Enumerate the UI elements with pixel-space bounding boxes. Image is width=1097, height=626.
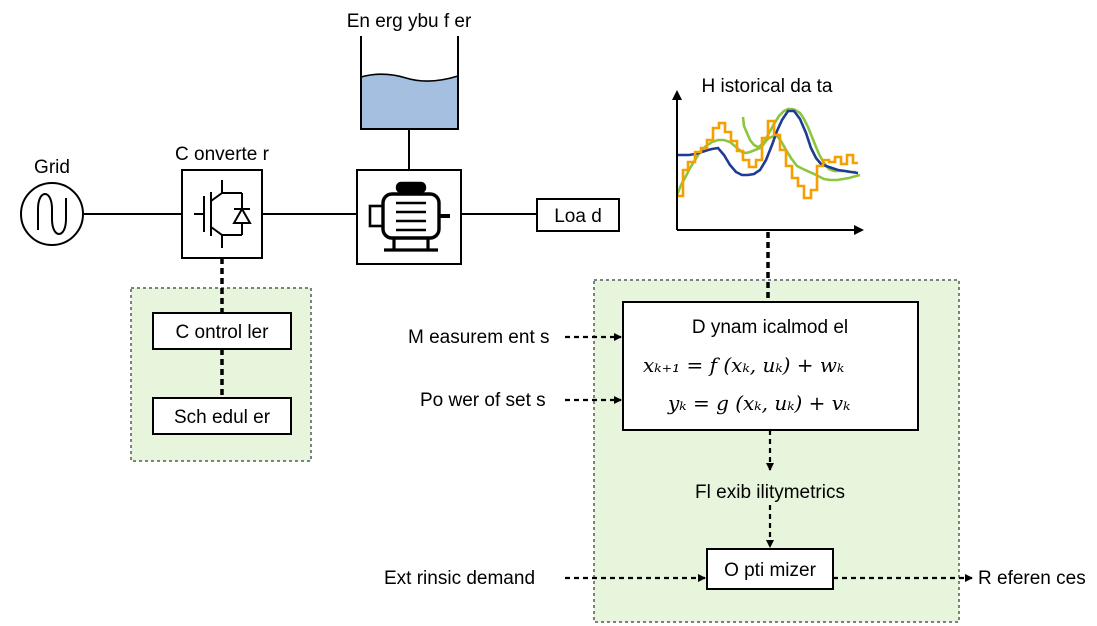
- output-equation: yₖ = g (xₖ, uₖ) + vₖ: [667, 391, 850, 415]
- power-offsets-label: Po wer of set s: [420, 390, 546, 411]
- ac-source-icon: [20, 182, 84, 246]
- dynamical-model-box: [622, 301, 919, 431]
- dynamical-model-label: D ynam icalmod el: [692, 317, 848, 338]
- scheduler-label: Sch edul er: [174, 407, 271, 428]
- measurements-label: M easurem ent s: [408, 327, 550, 348]
- load-label: Loa d: [554, 206, 602, 227]
- extrinsic-demand-label: Ext rinsic demand: [384, 568, 535, 589]
- energy-buffer-tank: [360, 36, 459, 130]
- flexibility-metrics-label: Fl exib ilitymetrics: [695, 482, 845, 503]
- igbt-converter-icon: [194, 180, 252, 248]
- energy-buffer-label: En erg ybu f er: [347, 11, 472, 32]
- load-box: [536, 198, 620, 232]
- optimizer-box: [706, 548, 834, 590]
- references-label: R eferen ces: [978, 568, 1086, 589]
- state-equation: xₖ₊₁ = f (xₖ, uₖ) + wₖ: [643, 353, 844, 377]
- scheduler-box: [152, 397, 292, 435]
- optimizer-label: O pti mizer: [724, 560, 817, 581]
- grid-label: Grid: [34, 157, 70, 178]
- controller-label: C ontrol ler: [176, 322, 270, 343]
- historical-data-plot: [672, 90, 864, 235]
- motor-icon: [368, 181, 450, 252]
- historical-data-label: H istorical da ta: [702, 76, 833, 97]
- converter-label: C onverte r: [175, 144, 270, 165]
- controller-box: [152, 312, 292, 350]
